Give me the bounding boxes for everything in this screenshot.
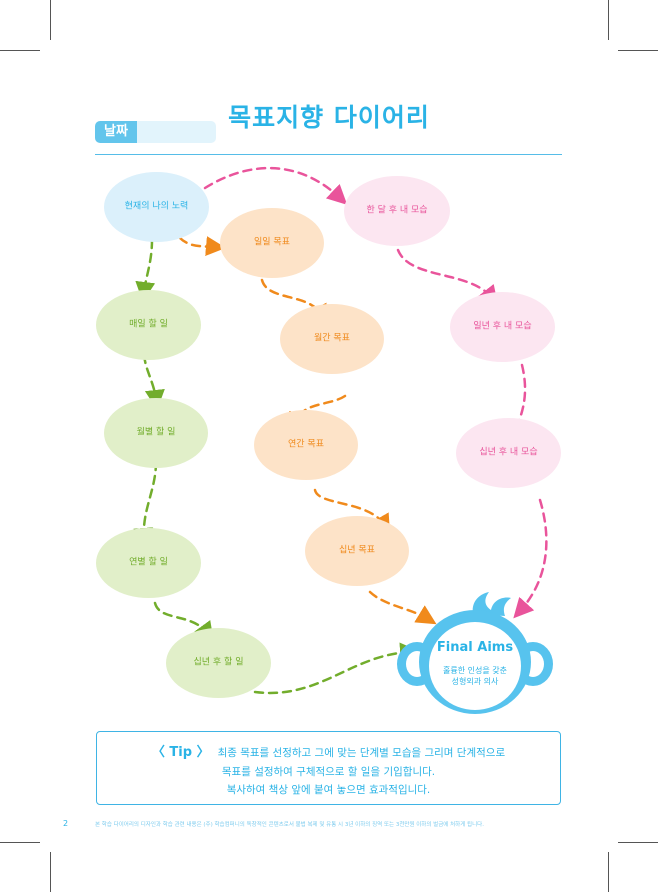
crop-mark (608, 852, 609, 892)
node-ten-year-todo[interactable]: 십년 후 할 일 (166, 628, 271, 698)
copyright-notice: 본 학습 다이어리의 디자인과 학습 관련 내용은 (주) 학습컴퍼니의 독창적… (95, 822, 484, 828)
node-label: 한 달 후 내 모습 (366, 205, 428, 216)
node-monthly-goal[interactable]: 월간 목표 (280, 304, 384, 374)
node-label: 일일 목표 (254, 237, 290, 248)
node-current-effort[interactable]: 현재의 나의 노력 (104, 172, 209, 242)
tip-text-1: 최종 목표를 선정하고 그에 맞는 단계별 모습을 그리며 단계적으로 (217, 747, 506, 759)
final-aims[interactable]: Final Aims 훌륭한 인성을 갖춘 성형외과 의사 (425, 640, 525, 687)
pink-connector (396, 248, 499, 306)
green-connector (133, 460, 158, 548)
tip-tag: 〈 Tip 〉 (151, 745, 210, 760)
pink-connector (203, 166, 348, 205)
tip-line-1: 〈 Tip 〉 최종 목표를 선정하고 그에 맞는 단계별 모습을 그리며 단계적… (97, 741, 560, 760)
node-label: 월별 할 일 (136, 427, 176, 438)
orange-connector (289, 394, 347, 432)
node-ten-year-goal[interactable]: 십년 목표 (305, 516, 409, 586)
node-ten-year-self[interactable]: 십년 후 내 모습 (456, 418, 561, 488)
node-daily-goal[interactable]: 일일 목표 (220, 208, 324, 278)
node-one-month-self[interactable]: 한 달 후 내 모습 (344, 176, 450, 246)
crop-mark (50, 852, 51, 892)
pink-connector (513, 498, 548, 619)
orange-connector (178, 236, 226, 257)
crop-mark (618, 842, 658, 843)
tip-line-2: 목표를 설정하여 구체적으로 할 일을 기입합니다. (221, 766, 436, 778)
node-label: 현재의 나의 노력 (124, 201, 189, 212)
crop-mark (0, 842, 40, 843)
crop-mark (618, 50, 658, 51)
node-label: 연간 목표 (288, 439, 324, 450)
node-label: 월간 목표 (314, 333, 350, 344)
node-yearly-goal[interactable]: 연간 목표 (254, 410, 358, 480)
crop-mark (50, 0, 51, 40)
green-connector (253, 642, 420, 695)
monkey-face-icon (397, 592, 553, 714)
final-aims-line1: 훌륭한 인성을 갖춘 (443, 666, 507, 675)
node-label: 매일 할 일 (129, 319, 168, 330)
green-connector (135, 238, 156, 302)
node-daily-todo[interactable]: 매일 할 일 (96, 290, 201, 360)
crop-mark (608, 0, 609, 40)
date-field[interactable] (137, 121, 216, 143)
node-label: 일년 후 내 모습 (473, 321, 532, 332)
orange-connector (368, 590, 437, 625)
node-monthly-todo[interactable]: 월별 할 일 (104, 398, 208, 468)
node-yearly-todo[interactable]: 연별 할 일 (96, 528, 201, 598)
title-divider (95, 154, 562, 155)
node-label: 십년 후 할 일 (193, 657, 244, 668)
tip-box: 〈 Tip 〉 최종 목표를 선정하고 그에 맞는 단계별 모습을 그리며 단계적… (96, 731, 561, 805)
node-label: 연별 할 일 (129, 557, 168, 568)
page-number: 2 (63, 819, 69, 828)
node-one-year-self[interactable]: 일년 후 내 모습 (450, 292, 555, 362)
green-connector (142, 353, 165, 410)
date-label: 날짜 (95, 121, 137, 143)
node-label: 십년 목표 (339, 545, 375, 556)
page-title: 목표지향 다이어리 (228, 103, 430, 132)
tip-line-3: 복사하여 책상 앞에 붙여 놓으면 효과적입니다. (226, 784, 431, 796)
final-aims-title: Final Aims (436, 640, 514, 655)
crop-mark (0, 50, 40, 51)
node-label: 십년 후 내 모습 (479, 447, 538, 458)
final-aims-line2: 성형외과 의사 (451, 677, 499, 686)
